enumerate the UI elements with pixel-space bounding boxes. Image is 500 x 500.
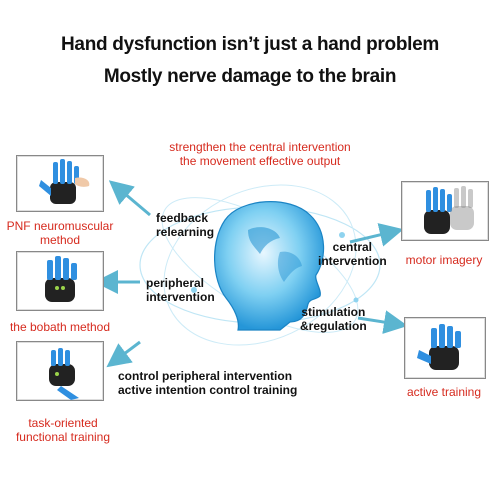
active-training-glove-image [404,317,486,379]
headline-line-1: Hand dysfunction isn’t just a hand probl… [61,34,439,55]
bobath-glove-image [16,251,104,311]
control-training-label: control peripheral intervention active i… [118,369,298,397]
pnf-glove-image [16,155,104,212]
glove-icon [45,256,77,302]
glove-icon [417,324,461,370]
glove-icon [39,159,90,204]
motor-imagery-label: motor imagery [405,253,483,267]
arrow-to-active-training [357,310,408,334]
top-caption: strengthen the central intervention the … [169,140,351,168]
arrow-to-task-oriented [106,340,141,368]
bobath-label: the bobath method [9,320,111,334]
task-oriented-glove-image [16,341,104,401]
glove-icon [424,186,474,234]
active-training-label: active training [406,385,482,399]
central-intervention-label: central intervention [318,240,387,268]
pnf-label: PNF neuromuscular method [6,219,114,247]
feedback-relearning-label: feedback relearning [156,211,215,239]
task-oriented-label: task-oriented functional training [15,416,111,444]
stimulation-regulation-label: stimulation &regulation [300,305,367,333]
glove-icon [49,348,79,400]
motor-imagery-glove-image [401,181,489,241]
arrow-to-motor-imagery [349,223,404,247]
brain-head-graphic [139,184,381,346]
peripheral-intervention-label: peripheral intervention [146,276,215,304]
headline-line-2: Mostly nerve damage to the brain [103,66,397,87]
arrow-to-pnf [108,180,151,217]
